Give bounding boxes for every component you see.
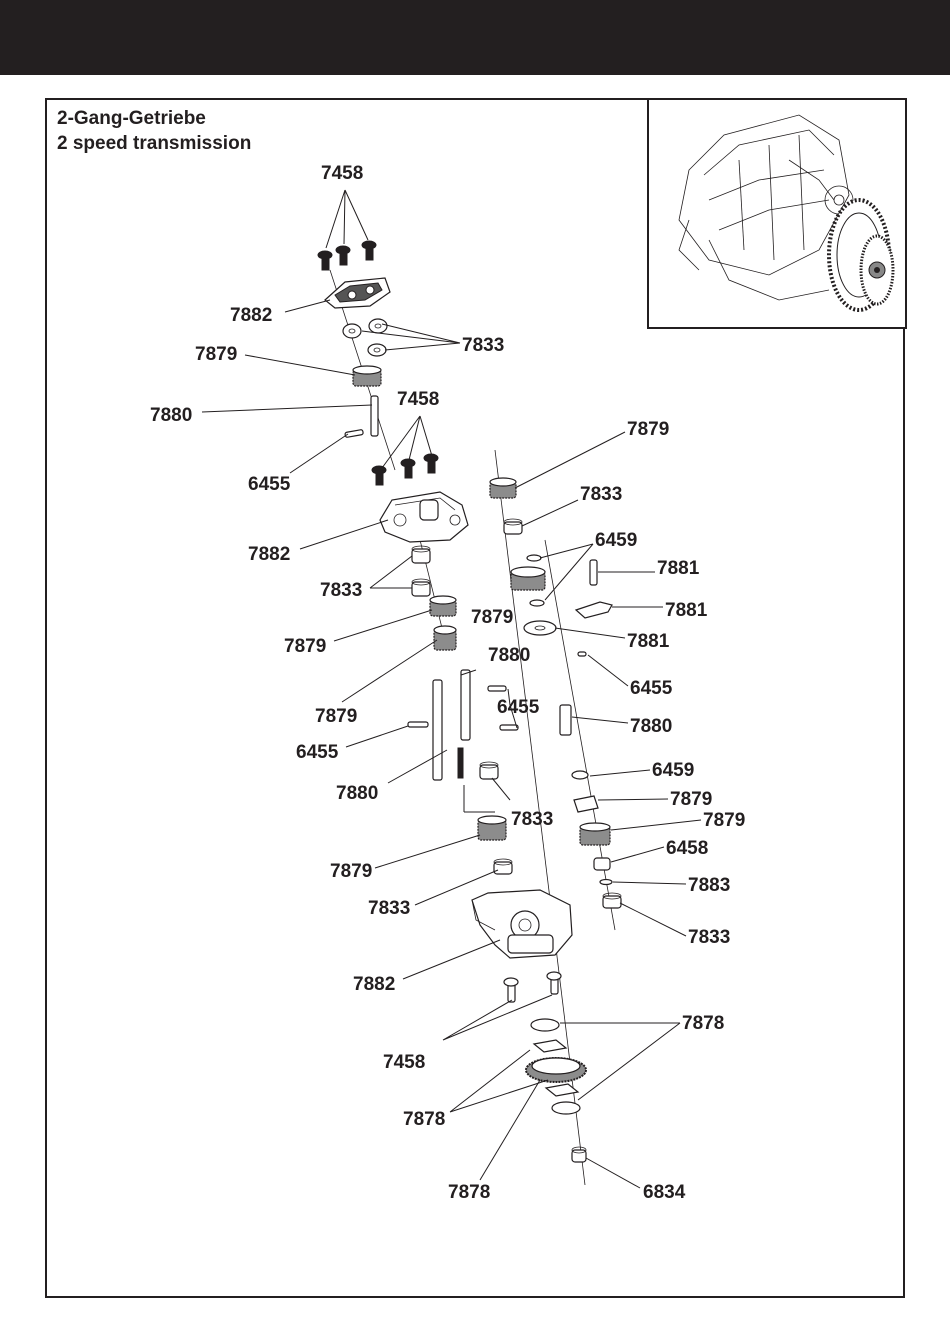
spur-washer-top [531,1019,559,1031]
label-screws-low: 7458 [383,1052,425,1073]
screw-set-low [504,972,561,1002]
label-gear-right-second: 7879 [471,607,513,628]
gear-right-top [490,478,516,498]
label-pin-mid: 6455 [296,742,339,763]
bearing-set-top [343,319,387,356]
label-bearings-top: 7833 [462,335,504,356]
label-gear-right-top: 7879 [627,419,669,440]
label-cover-top: 7882 [230,305,272,326]
spur-gear-set [526,1040,586,1114]
label-screws-mid: 7458 [397,389,439,410]
bearing-right-low [603,893,621,908]
gear-top [353,366,381,386]
label-washer-right: 6458 [666,838,708,859]
bearing-right-top [504,519,522,534]
label-shaft-mid: 7880 [336,783,378,804]
pin-mid-left [408,722,428,727]
screw-set-mid [372,454,438,485]
label-gear-right-low: 7879 [703,810,745,831]
label-pin-right-mid: 6455 [630,678,673,699]
label-clip-right: 7883 [688,875,730,896]
label-shaft-right: 7880 [630,716,672,737]
pin-right-mid [578,652,586,656]
housing-mid [380,492,468,542]
gear-mid-a [430,596,456,616]
clip-right [600,880,612,885]
label-gear-mid-b: 7879 [315,706,357,727]
label-collar-right: 7881 [627,631,670,652]
label-washer-spur: 7878 [682,1013,724,1034]
leader-lines [202,190,701,1188]
label-bearing-center: 7833 [511,809,553,830]
gear-right-second [511,567,545,606]
circlip-right-low [572,771,588,779]
bearing-low [494,859,512,874]
shift-fork-right [576,602,612,618]
dog-right [574,796,598,812]
gear-cover-top [325,278,390,308]
collar-right [524,621,556,635]
label-pin-center: 6455 [497,697,540,718]
shaft-top [371,396,378,436]
gear-mid-b [434,626,456,650]
label-screws-top: 7458 [321,163,363,184]
label-housing-mid: 7882 [248,544,290,565]
label-circlip-right-top: 6459 [595,530,637,551]
label-pin-right: 7881 [657,558,700,579]
circlip-right-top [527,555,541,561]
shaft-mid-left [433,680,463,780]
label-bearing-right-low: 7833 [688,927,730,948]
label-gear-mid-a: 7879 [284,636,326,657]
housing-low [472,890,572,958]
bearing-center [480,762,498,779]
pin-right [590,560,597,585]
nut [572,1147,586,1162]
label-shaft-center: 7880 [488,645,530,666]
label-shaft-top: 7880 [150,405,192,426]
axis-right [545,540,615,930]
pin-top [345,429,364,437]
bearing-set-mid [412,546,430,596]
label-bearing-low: 7833 [368,898,410,919]
washer-right [594,858,610,870]
label-spur-set: 7878 [403,1109,445,1130]
label-housing-low: 7882 [353,974,395,995]
label-nut: 6834 [643,1182,686,1203]
label-pin-top: 6455 [248,474,291,495]
label-bearings-mid: 7833 [320,580,362,601]
shaft-right [560,705,571,735]
label-gear-low: 7879 [330,861,372,882]
label-bearing-right-top: 7833 [580,484,622,505]
label-gear-top: 7879 [195,344,237,365]
gear-low [478,816,506,840]
part-labels: 7458 7882 7833 7879 7880 6455 7458 7882 … [150,163,745,1203]
label-circlip-right-low: 6459 [652,760,694,781]
label-spur-gear: 7878 [448,1182,490,1203]
label-dog-right: 7879 [670,789,712,810]
gear-right-low [580,823,610,845]
shaft-center [461,670,470,740]
label-fork-right: 7881 [665,600,708,621]
